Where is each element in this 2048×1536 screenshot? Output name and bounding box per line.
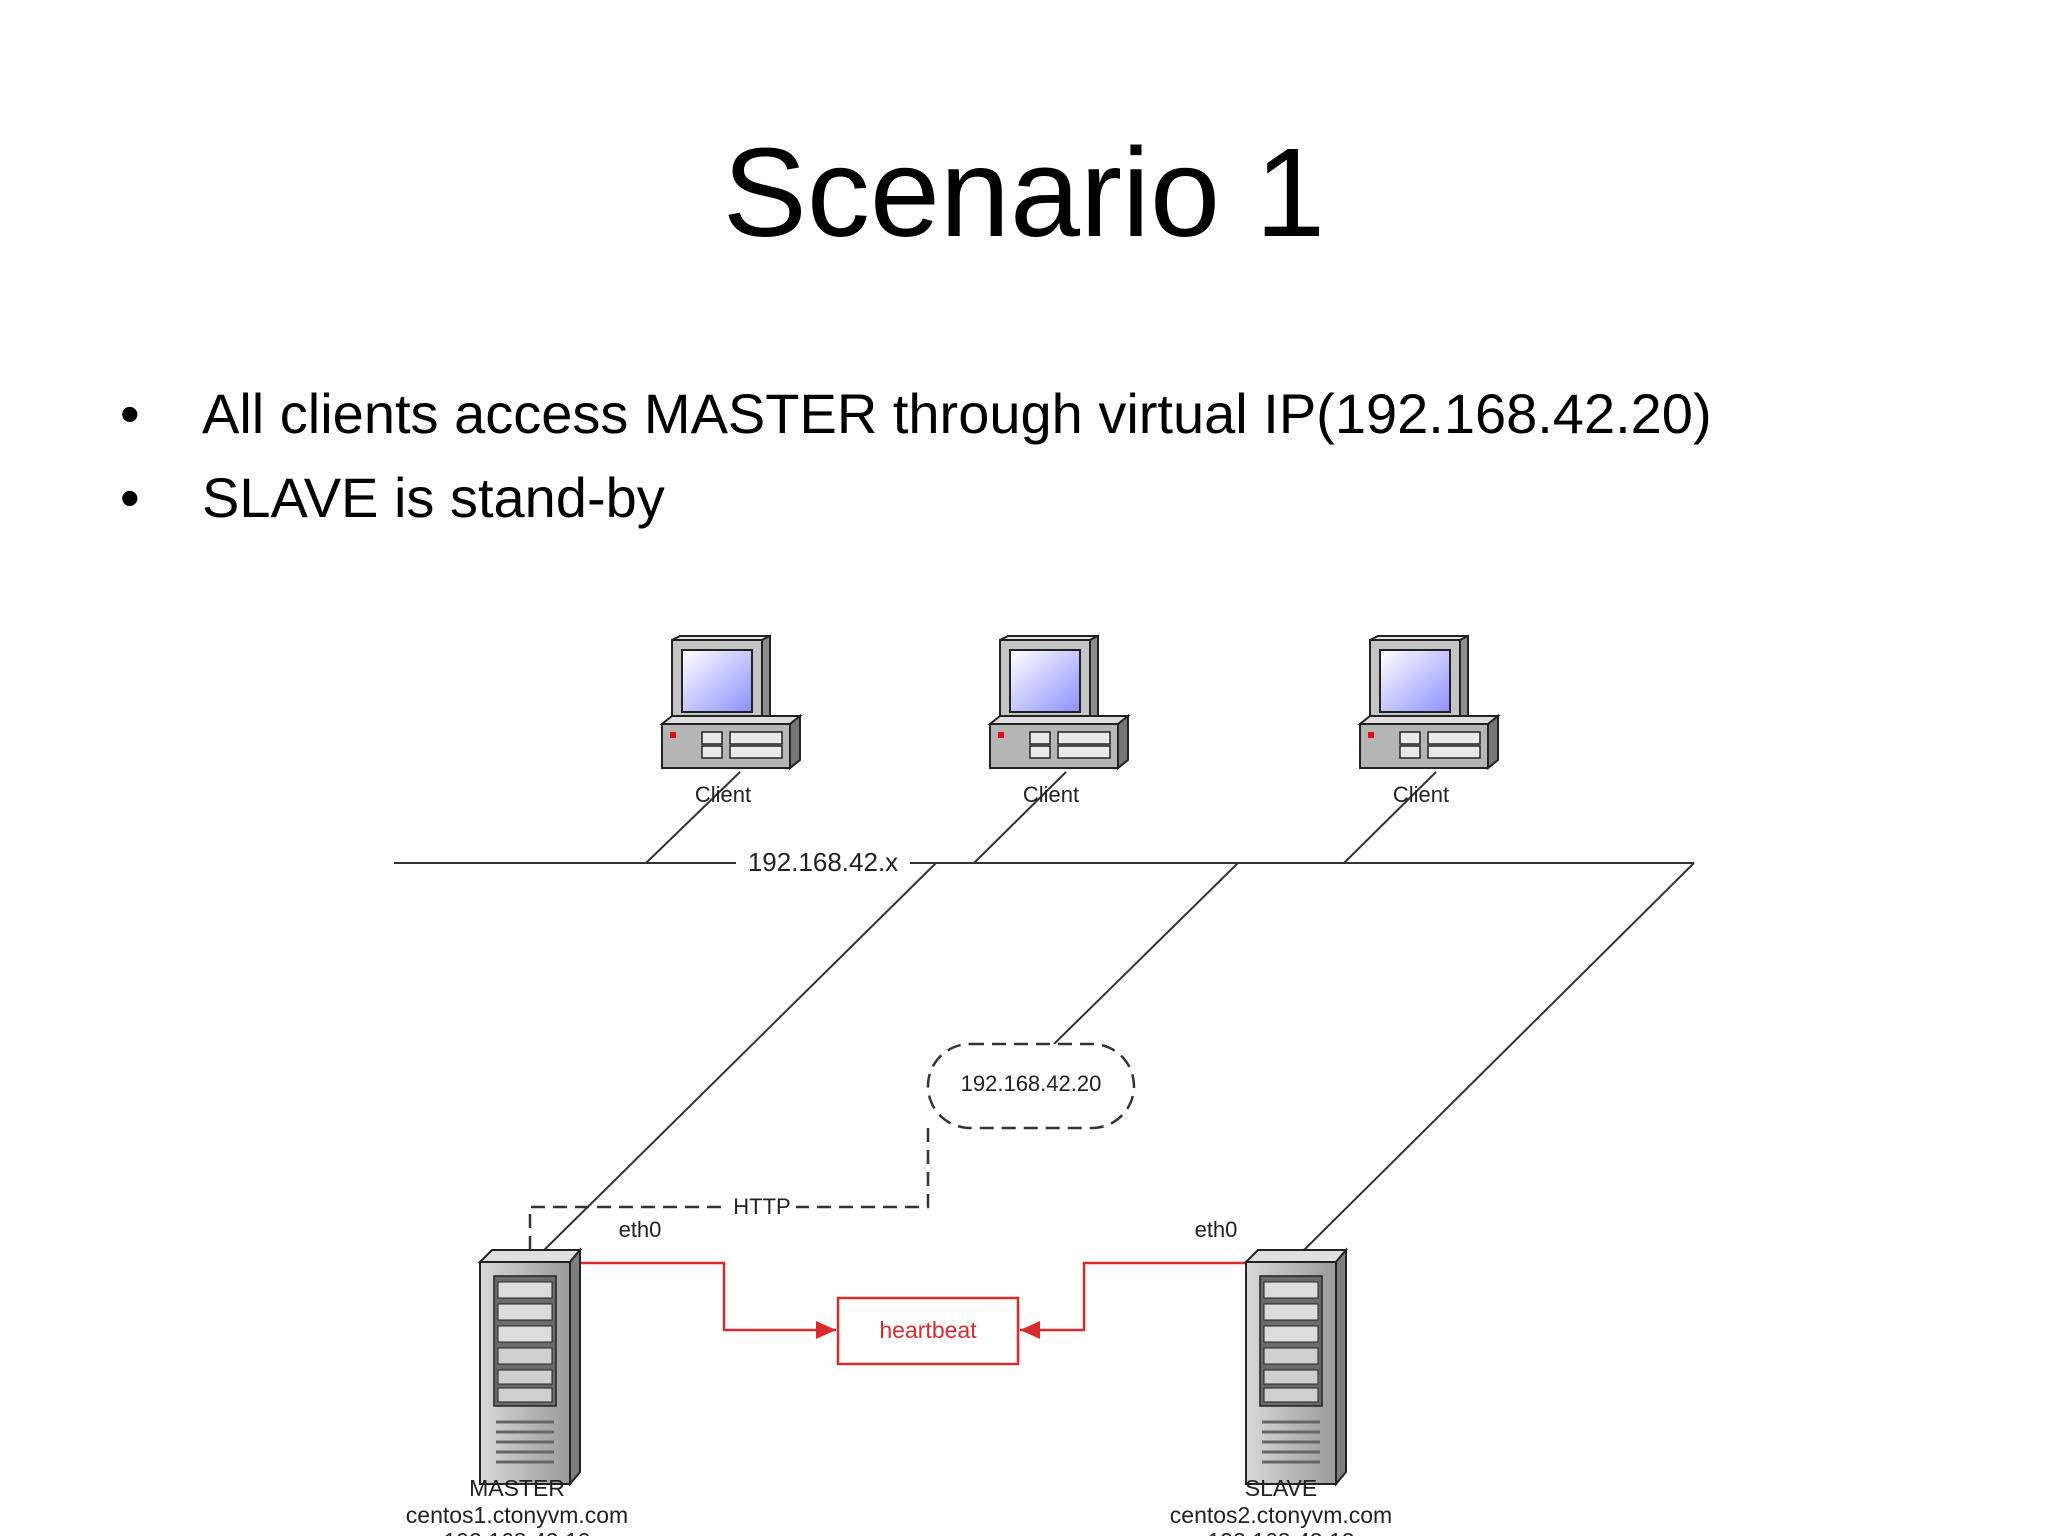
bullet-dot: • [120, 466, 140, 529]
bullet-text: All clients access MASTER through virtua… [202, 382, 1712, 445]
client-computer-2 [989, 635, 1129, 769]
client-label: Client [1023, 782, 1079, 807]
slave-link [1303, 862, 1695, 1251]
bullet-item: • All clients access MASTER through virtu… [120, 372, 1712, 456]
heartbeat-arrowhead [1020, 1321, 1040, 1339]
slave-ip-label: 192.168.42.12 [1207, 1528, 1354, 1536]
heartbeat-arrowhead [816, 1321, 836, 1339]
network-links [394, 771, 1695, 1263]
bullet-list: • All clients access MASTER through virtu… [120, 372, 1712, 540]
client-link [973, 771, 1067, 864]
master-link [531, 862, 937, 1263]
bullet-item: • SLAVE is stand-by [120, 456, 1712, 540]
client-link [645, 771, 741, 864]
heartbeat-label: heartbeat [879, 1317, 977, 1343]
client-computer-1 [661, 635, 801, 769]
slave-host-label: centos2.ctonyvm.com [1170, 1502, 1392, 1528]
master-host-label: centos1.ctonyvm.com [406, 1502, 628, 1528]
heartbeat-links [540, 1261, 1290, 1332]
virtual-ip-link [1053, 862, 1239, 1045]
master-ip-label: 192.168.42.10 [443, 1528, 590, 1536]
http-label: HTTP [733, 1194, 790, 1219]
master-server-icon [478, 1248, 582, 1486]
virtual-ip-label: 192.168.42.20 [961, 1071, 1102, 1096]
client-computer-3 [1359, 635, 1499, 769]
slave-iface-label: eth0 [1195, 1217, 1238, 1242]
slave-server-icon [1244, 1248, 1348, 1486]
client-label: Client [695, 782, 751, 807]
virtual-ip-bubble [926, 1042, 1136, 1130]
client-link [1343, 771, 1437, 864]
client-label: Client [1393, 782, 1449, 807]
slide-title: Scenario 1 [722, 122, 1326, 263]
master-role-label: MASTER [469, 1475, 565, 1501]
slave-role-label: SLAVE [1245, 1475, 1317, 1501]
bullet-text: SLAVE is stand-by [202, 466, 665, 529]
master-iface-label: eth0 [619, 1217, 662, 1242]
bullet-dot: • [120, 382, 140, 445]
heartbeat-box [836, 1296, 1020, 1366]
network-label: 192.168.42.x [748, 847, 898, 877]
